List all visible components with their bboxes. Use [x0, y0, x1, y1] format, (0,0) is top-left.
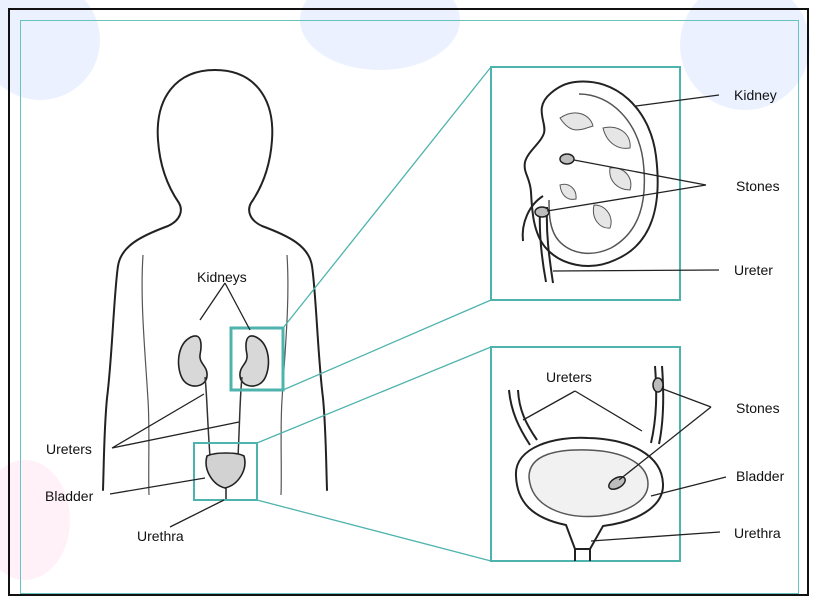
inset-bladder-inner-wall [529, 450, 648, 517]
body-kidney-right [240, 336, 269, 386]
label-urethra-left: Urethra [137, 528, 184, 544]
leader-kidney [636, 95, 719, 106]
kidney-stone-lower [535, 207, 549, 217]
inset-urethra [575, 549, 590, 561]
leader-kidneys [200, 283, 250, 330]
leader-bladder [110, 478, 205, 494]
body-kidney-left [179, 336, 208, 386]
bladder-connector-top [257, 347, 491, 443]
inset-ureter-right [651, 366, 656, 443]
label-urethra-right: Urethra [734, 525, 781, 541]
arm-inner-left [142, 255, 149, 495]
label-stones-bottom: Stones [736, 400, 780, 416]
leader-ureter [553, 270, 719, 271]
inset-ureter-left-inner [518, 390, 537, 440]
leader-urethra [170, 500, 224, 527]
leader-ureters-inset [523, 391, 642, 431]
label-bladder-right: Bladder [736, 468, 784, 484]
label-ureter: Ureter [734, 262, 773, 278]
label-stones-top: Stones [736, 178, 780, 194]
bladder-connector-bottom [257, 500, 491, 561]
label-kidney: Kidney [734, 87, 777, 103]
inset-kidney-outline [525, 81, 658, 265]
label-ureters-left: Ureters [46, 441, 92, 457]
kidney-connector-bottom [283, 300, 491, 390]
label-bladder-left: Bladder [45, 488, 93, 504]
kidney-connector-top [283, 67, 491, 328]
kidney-stone-upper [560, 154, 574, 164]
label-ureters-inset: Ureters [546, 369, 592, 385]
leader-ureters [112, 394, 239, 448]
leader-urethra-right [591, 532, 720, 541]
label-kidneys: Kidneys [197, 269, 247, 285]
body-ureter-left [205, 377, 210, 457]
body-bladder [206, 453, 245, 488]
bladder-stone-upper [653, 378, 663, 392]
